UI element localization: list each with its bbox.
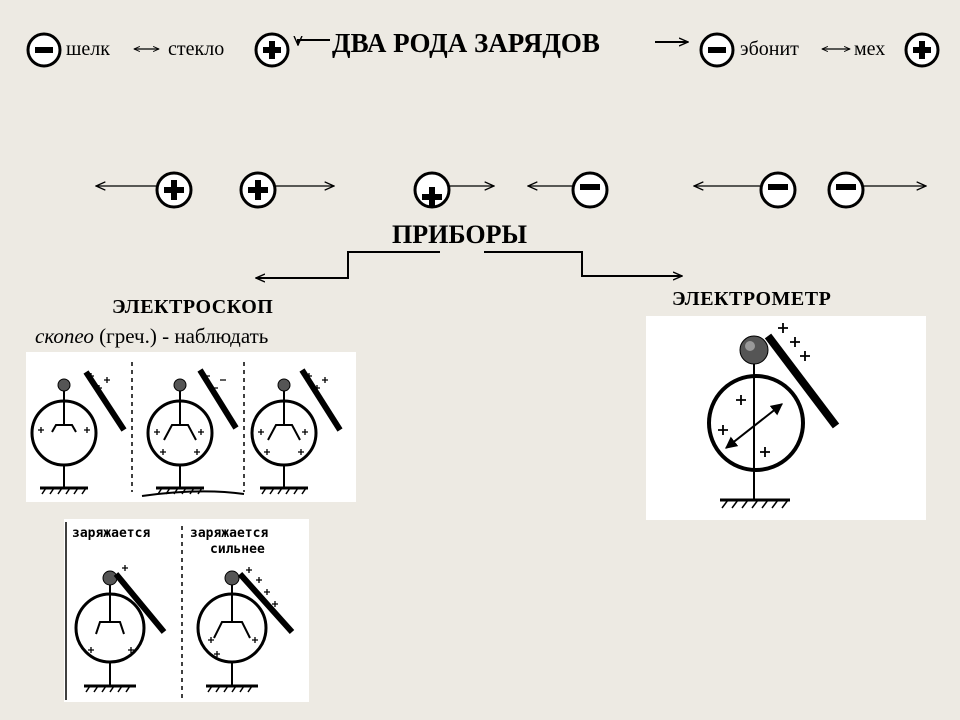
like-charges-plus-repel [96, 171, 334, 209]
charging-panel [64, 519, 309, 702]
minus-badge-silk [26, 32, 62, 68]
charging-label-right-2: сильнее [210, 542, 265, 557]
electroscope-label: ЭЛЕКТРОСКОП [112, 296, 274, 318]
etymology-rest: (греч.) - наблюдать [93, 324, 269, 348]
devices-bracket-right [484, 251, 682, 276]
charging-scope-left [74, 565, 167, 693]
charging-label-left: заряжается [72, 526, 151, 541]
electrometer-label: ЭЛЕКТРОМЕТР [672, 288, 832, 310]
plus-badge-fur [904, 32, 940, 68]
ebonite-label: эбонит [740, 38, 799, 60]
electroscope-stage-3 [250, 368, 343, 495]
electroscope-stage-2 [146, 368, 239, 495]
unlike-charges-attract [413, 171, 609, 209]
electroscope-stage-1 [30, 370, 127, 495]
electroscope-panel [26, 352, 356, 502]
devices-title: ПРИБОРЫ [392, 220, 527, 249]
minus-badge-ebonite [699, 32, 735, 68]
silk-label: шелк [66, 38, 110, 60]
electrometer-panel [646, 316, 926, 520]
fur-label: мех [854, 38, 886, 60]
glass-label: стекло [168, 38, 225, 60]
title-arrow-left [298, 40, 330, 45]
electrometer-drawing [707, 323, 840, 509]
like-charges-minus-repel [694, 171, 926, 209]
charging-label-right-1: заряжается [190, 526, 269, 541]
etymology-word: скопео [35, 324, 94, 348]
plus-badge-glass [254, 32, 290, 68]
electroscope-etymology: скопео (греч.) - наблюдать [35, 324, 268, 349]
devices-bracket-left [256, 251, 440, 278]
page-title: ДВА РОДА ЗАРЯДОВ [332, 28, 600, 58]
charging-scope-right [196, 567, 295, 693]
